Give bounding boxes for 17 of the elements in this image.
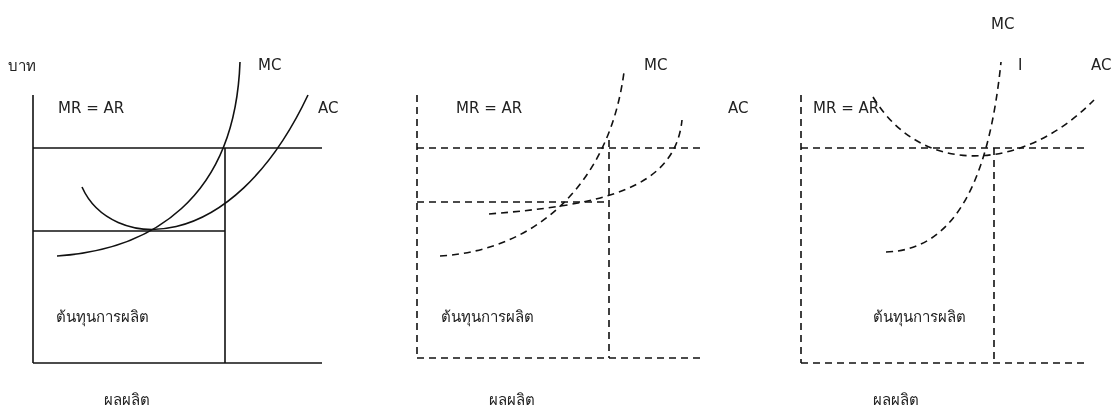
curve-label: AC xyxy=(318,98,339,118)
curve-label: MC xyxy=(644,55,668,75)
area-label: ต้นทุนการผลิต xyxy=(441,307,534,327)
curve-label: MR = AR xyxy=(813,98,880,118)
axis-label: ผลผลิต xyxy=(104,390,150,410)
axis-label: ผลผลิต xyxy=(489,390,535,410)
curve-label: MR = AR xyxy=(58,98,125,118)
curve-label: MC xyxy=(991,14,1015,34)
axis-label: บาท xyxy=(8,56,36,76)
curve-label: AC xyxy=(1091,55,1112,75)
area-label: ต้นทุนการผลิต xyxy=(56,307,149,327)
curve-label: MR = AR xyxy=(456,98,523,118)
area-label: ต้นทุนการผลิต xyxy=(873,307,966,327)
curve-label: AC xyxy=(728,98,749,118)
axis-label: ผลผลิต xyxy=(873,390,919,410)
curve-label: I xyxy=(1018,55,1023,75)
curve-label: MC xyxy=(258,55,282,75)
